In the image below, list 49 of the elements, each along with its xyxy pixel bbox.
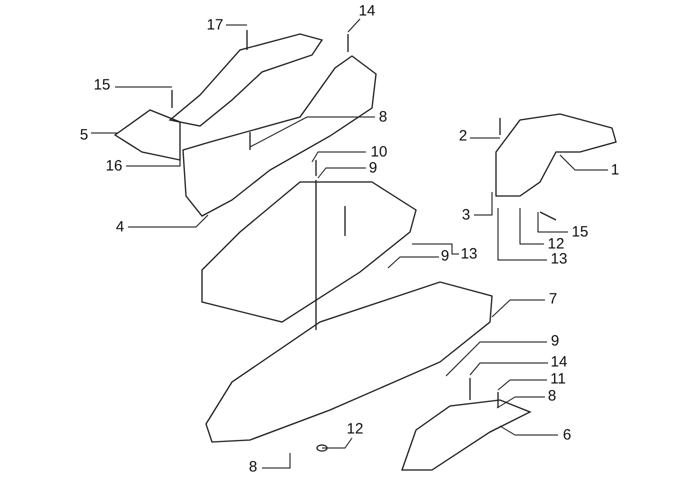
callout-number: 17: [206, 18, 224, 32]
callout-number: 15: [94, 78, 110, 92]
callout-number: 9: [440, 248, 450, 264]
leader-line: [520, 208, 544, 244]
leader-line: [126, 130, 180, 166]
leader-line: [498, 208, 548, 260]
leader-line: [492, 300, 546, 318]
leader-line: [496, 396, 546, 408]
leader-line: [114, 86, 172, 88]
callout-number: 8: [378, 110, 388, 124]
callout-number: 1: [610, 162, 620, 178]
leader-line: [262, 452, 290, 468]
callout-number: 13: [460, 246, 478, 262]
leader-line: [128, 214, 208, 228]
leader-line: [560, 154, 608, 170]
leader-line: [538, 212, 568, 232]
leader-line: [322, 438, 352, 448]
callout-number: 10: [370, 144, 388, 160]
leader-line: [412, 244, 460, 254]
callout-number: 14: [550, 354, 568, 370]
leader-line: [318, 168, 366, 178]
leader-line: [470, 362, 548, 376]
callout-number: 8: [548, 388, 556, 404]
leader-line: [250, 116, 376, 148]
leader-line: [226, 24, 248, 26]
callout-number: 9: [550, 334, 560, 348]
leader-line: [446, 342, 548, 376]
callout-number: 7: [548, 292, 558, 306]
callout-number: 16: [106, 158, 122, 174]
callout-number: 5: [80, 128, 88, 142]
callout-number: 15: [572, 224, 588, 240]
callout-number: 14: [358, 4, 376, 18]
callout-number: 3: [462, 208, 470, 222]
leader-line: [348, 18, 360, 32]
callout-number: 12: [548, 236, 564, 252]
callout-number: 4: [116, 220, 124, 234]
callout-number: 11: [550, 372, 566, 386]
leader-line: [500, 426, 558, 436]
callout-number: 6: [562, 428, 572, 442]
leader-line: [90, 132, 118, 134]
callout-number: 8: [248, 460, 258, 474]
leader-line: [498, 380, 548, 390]
callout-number: 9: [368, 160, 378, 176]
callout-number: 13: [550, 252, 568, 266]
callout-number: 12: [346, 422, 364, 436]
leader-line: [474, 192, 492, 216]
callout-number: 2: [458, 128, 468, 144]
leader-line: [388, 256, 440, 268]
leader-line: [312, 152, 366, 162]
